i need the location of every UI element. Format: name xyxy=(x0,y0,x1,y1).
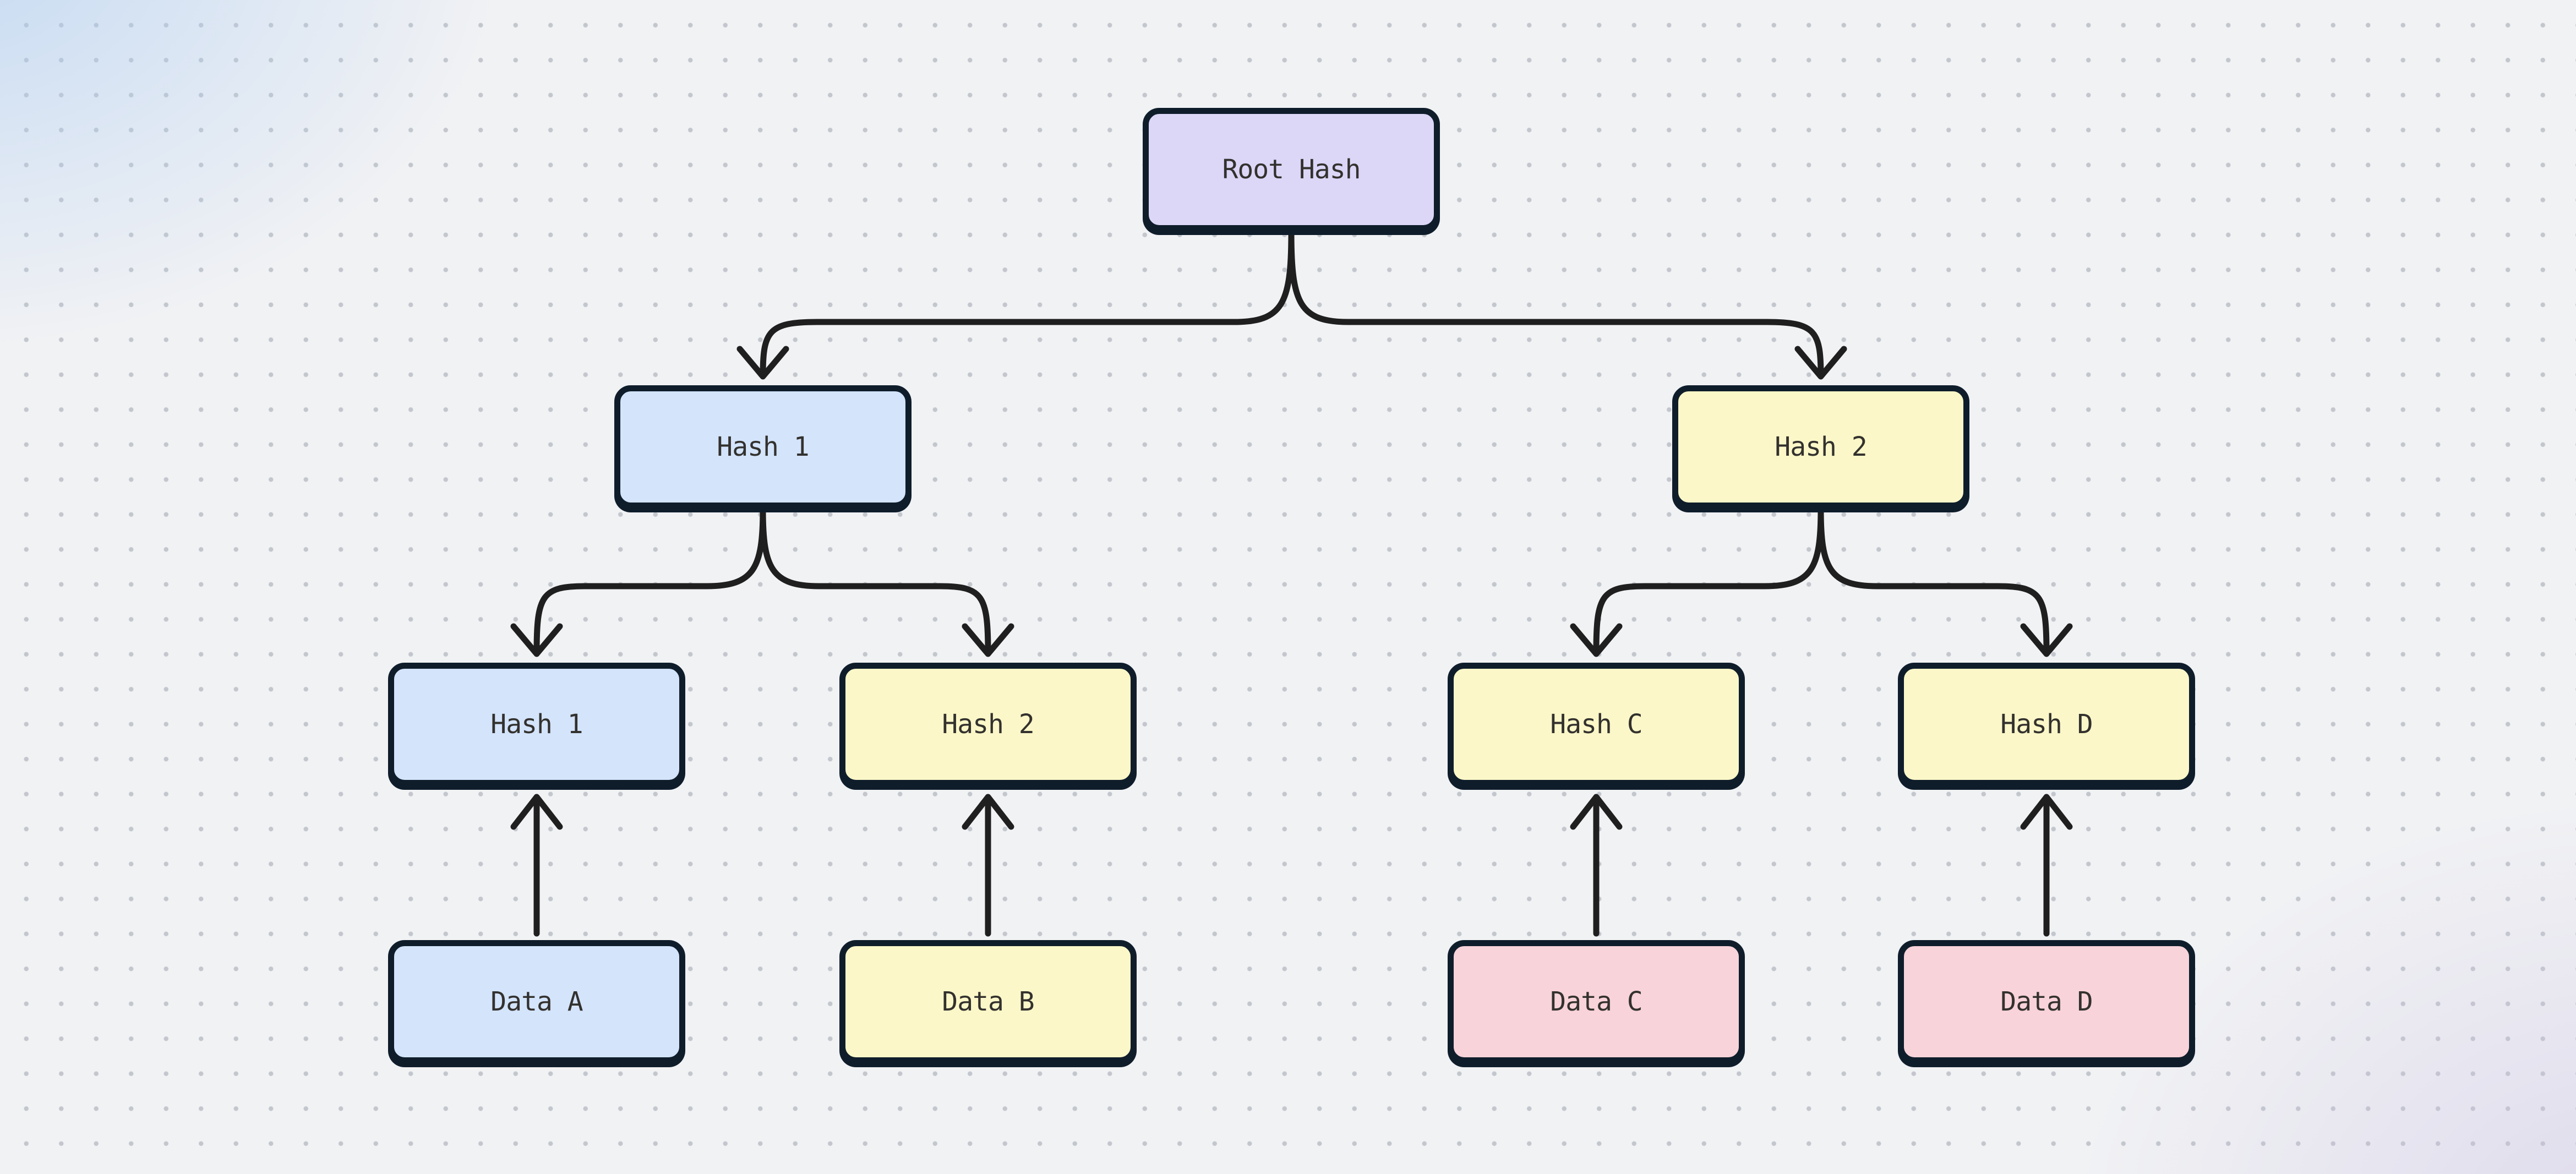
node-hash-2-level-2: Hash 2 xyxy=(839,663,1137,786)
edge-line xyxy=(760,506,991,655)
arrowhead-down-icon xyxy=(510,623,563,657)
node-label: Hash 2 xyxy=(1775,432,1867,462)
node-label: Hash C xyxy=(1550,709,1642,740)
node-hash-1-level-1: Hash 1 xyxy=(614,385,912,509)
arrowhead-up-icon xyxy=(2020,794,2073,830)
node-root-hash: Root Hash xyxy=(1143,108,1440,231)
node-data-d: Data D xyxy=(1898,940,2195,1063)
node-label: Hash 1 xyxy=(717,432,809,462)
edge-line xyxy=(533,506,766,655)
edge-line xyxy=(760,230,1295,379)
arrowhead-up-icon xyxy=(962,794,1014,830)
node-data-c: Data C xyxy=(1448,940,1745,1063)
edge-line xyxy=(1288,230,1824,379)
node-label: Hash D xyxy=(2000,709,2093,740)
node-label: Hash 2 xyxy=(942,709,1034,740)
edge-datac-to-hashc xyxy=(1570,794,1623,937)
arrowhead-up-icon xyxy=(1570,794,1623,830)
node-label: Data B xyxy=(942,986,1034,1017)
edge-hash1-to-hash1a xyxy=(510,506,766,657)
edge-datab-to-hash1b xyxy=(962,794,1014,937)
node-data-a: Data A xyxy=(388,940,685,1063)
node-hash-1-level-2: Hash 1 xyxy=(388,663,685,786)
edge-hash1-to-hash1b xyxy=(760,506,1014,657)
arrowhead-down-icon xyxy=(1794,346,1847,380)
arrowhead-down-icon xyxy=(736,346,789,380)
arrowhead-up-icon xyxy=(510,794,563,830)
node-label: Data C xyxy=(1550,986,1642,1017)
node-label: Data D xyxy=(2000,986,2093,1017)
node-data-b: Data B xyxy=(839,940,1137,1063)
node-hash-c: Hash C xyxy=(1448,663,1745,786)
edge-line xyxy=(1818,506,2050,655)
arrowhead-down-icon xyxy=(962,623,1014,657)
node-hash-2-level-1: Hash 2 xyxy=(1672,385,1969,509)
edge-line xyxy=(1593,506,1824,655)
node-label: Hash 1 xyxy=(490,709,583,740)
node-label: Data A xyxy=(490,986,583,1017)
edge-datad-to-hashd xyxy=(2020,794,2073,937)
edge-dataa-to-hash1a xyxy=(510,794,563,937)
edge-root-to-hash1 xyxy=(736,230,1295,380)
arrowhead-down-icon xyxy=(2020,623,2073,657)
node-hash-d: Hash D xyxy=(1898,663,2195,786)
edge-root-to-hash2 xyxy=(1288,230,1847,380)
edge-hash2-to-hashd xyxy=(1818,506,2073,657)
node-label: Root Hash xyxy=(1222,154,1361,185)
arrowhead-down-icon xyxy=(1570,623,1623,657)
edge-hash2-to-hashc xyxy=(1570,506,1824,657)
